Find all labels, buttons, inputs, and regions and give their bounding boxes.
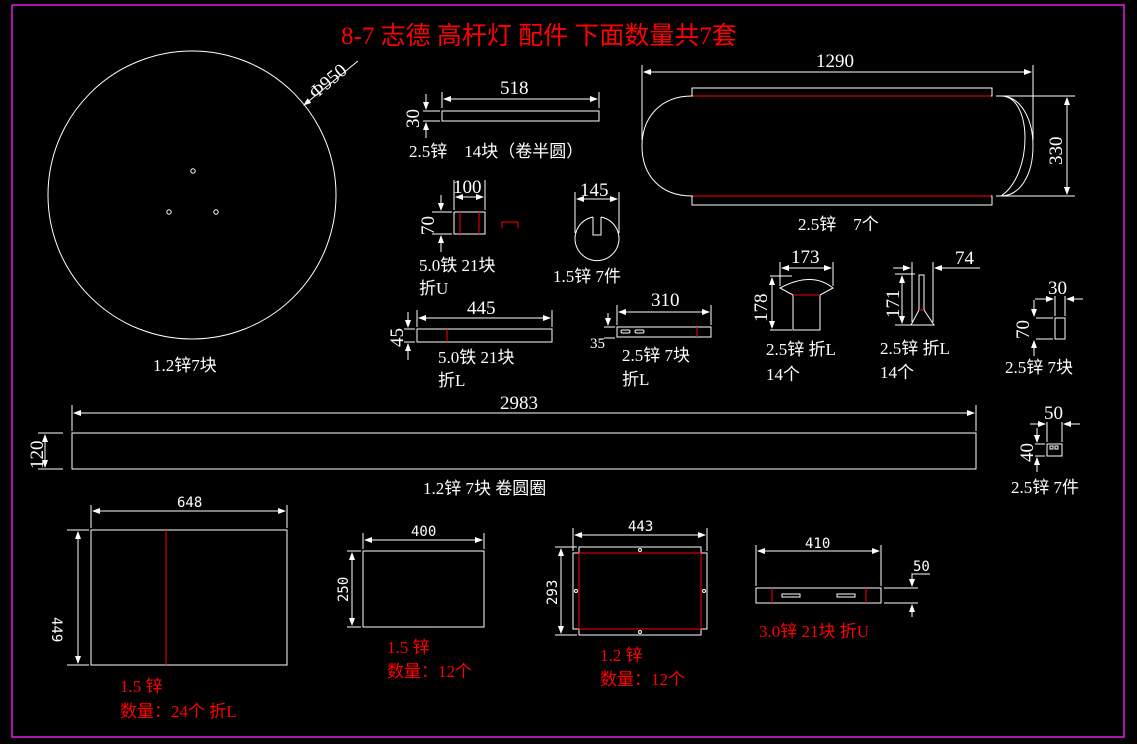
plate443-width-dim: 443 [628, 519, 654, 535]
ring2983-height-dim: 120 [27, 440, 48, 470]
plate443-part [555, 528, 708, 636]
strip445-height-dim: 45 [387, 328, 408, 347]
bracket100-label: 5.0铁 21块 [419, 256, 496, 275]
oval1290-part [641, 65, 1075, 206]
strip445-part [404, 310, 553, 360]
strip445-bend: 折L [438, 371, 466, 390]
fin74-height-dim: 171 [883, 289, 904, 319]
strip518-width-dim: 518 [500, 78, 529, 99]
strip310-width-dim: 310 [651, 290, 680, 311]
tab30-part [1031, 296, 1083, 356]
cap173-part [769, 262, 834, 331]
strip445-width-dim: 445 [467, 298, 496, 319]
plate400-part [347, 533, 485, 628]
strip310-part [604, 305, 712, 339]
cap173-qty: 14个 [766, 365, 800, 384]
strip518-part [423, 92, 600, 138]
disc-part [47, 50, 359, 340]
fin74-label: 2.5锌 折L [880, 339, 950, 358]
fin74-part [893, 262, 980, 326]
strip410-height-dim: 50 [913, 559, 930, 575]
cap173-label: 2.5锌 折L [766, 340, 836, 359]
strip310-height-dim: 35 [590, 336, 605, 352]
plate648-qty: 数量：24个 折L [120, 702, 237, 721]
round145-part [574, 192, 620, 262]
plate443-qty: 数量：12个 [600, 670, 685, 689]
tab50-part [1030, 421, 1080, 472]
tab30-height-dim: 70 [1013, 320, 1034, 339]
tab30-label: 2.5锌 7块 [1005, 358, 1073, 377]
disc-label: 1.2锌7块 [153, 356, 217, 375]
cap173-height-dim: 178 [751, 293, 772, 323]
fin74-width-dim: 74 [955, 248, 974, 269]
plate400-height-dim: 250 [336, 576, 352, 602]
plate648-height-dim: 449 [48, 617, 64, 643]
strip310-bend: 折L [622, 370, 650, 389]
plate648-material: 1.5 锌 [120, 677, 163, 696]
fin74-qty: 14个 [880, 363, 914, 382]
tab50-width-dim: 50 [1044, 403, 1063, 424]
bracket100-height-dim: 70 [418, 216, 439, 235]
strip445-label: 5.0铁 21块 [438, 348, 515, 367]
oval1290-width-dim: 1290 [816, 51, 854, 72]
ring2983-part [38, 405, 977, 470]
plate648-width-dim: 648 [177, 495, 203, 511]
bracket100-bend: 折U [419, 279, 449, 298]
strip410-part [755, 545, 930, 617]
cap173-width-dim: 173 [791, 247, 820, 268]
plate443-material: 1.2 锌 [600, 646, 643, 665]
drawing-frame [11, 4, 1125, 738]
ring2983-label: 1.2锌 7块 卷圆圈 [423, 479, 547, 498]
plate443-height-dim: 293 [545, 579, 561, 605]
strip310-label: 2.5锌 7块 [622, 346, 690, 365]
plate400-qty: 数量：12个 [387, 662, 472, 681]
drawing-title: 8-7 志德 高杆灯 配件 下面数量共7套 [341, 23, 737, 50]
strip410-label: 3.0锌 21块 折U [759, 622, 870, 641]
oval1290-label: 2.5锌 7个 [798, 215, 879, 234]
tab50-label: 2.5锌 7件 [1011, 478, 1079, 497]
plate400-width-dim: 400 [411, 524, 437, 540]
oval1290-height-dim: 330 [1046, 136, 1067, 166]
bracket100-part [432, 180, 519, 252]
strip518-height-dim: 30 [403, 109, 424, 128]
tab30-width-dim: 30 [1048, 278, 1067, 299]
bracket100-width-dim: 100 [453, 177, 482, 198]
strip410-width-dim: 410 [805, 536, 831, 552]
plate400-material: 1.5 锌 [387, 638, 430, 657]
round145-width-dim: 145 [580, 180, 609, 201]
strip518-label: 2.5锌 14块（卷半圆） [409, 142, 584, 161]
round145-label: 1.5锌 7件 [553, 267, 621, 286]
plate648-part [67, 505, 288, 666]
ring2983-width-dim: 2983 [500, 393, 538, 414]
tab50-height-dim: 40 [1017, 443, 1038, 462]
